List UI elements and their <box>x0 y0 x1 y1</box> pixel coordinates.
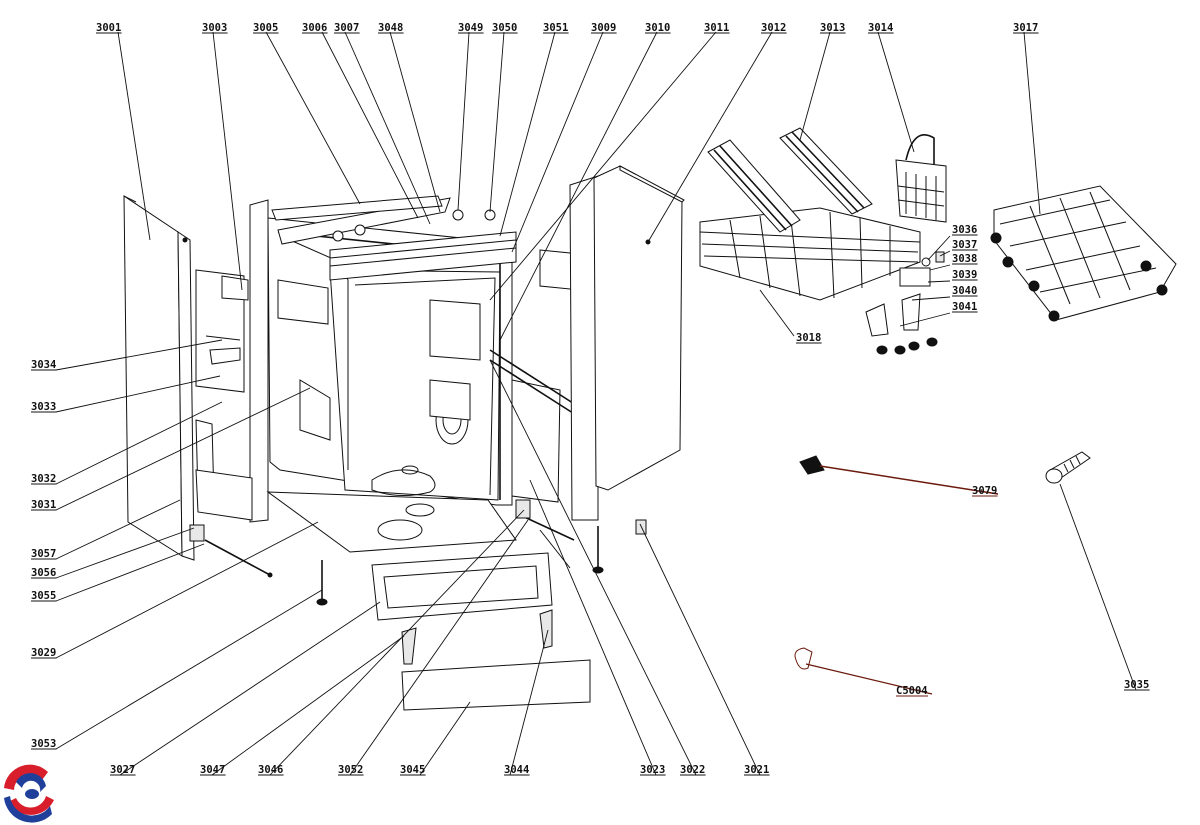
part-label-3001: 3001 <box>96 22 121 34</box>
lower-basket <box>990 185 1177 322</box>
part-label-3036: 3036 <box>952 224 977 236</box>
side-panel-left <box>123 195 195 561</box>
kickplate <box>371 552 591 711</box>
part-label-3005: 3005 <box>253 22 278 34</box>
tub-body <box>267 197 517 506</box>
upper-basket <box>699 207 921 301</box>
basket-hardware <box>865 251 945 355</box>
part-label-3032: 3032 <box>31 473 56 485</box>
part-label-3047: 3047 <box>200 764 225 776</box>
part-label-3014: 3014 <box>868 22 893 34</box>
part-label-3022: 3022 <box>680 764 705 776</box>
part-label-3079: 3079 <box>972 485 997 497</box>
part-label-3040: 3040 <box>952 285 977 297</box>
base-plate <box>266 491 517 553</box>
sensor-with-cable <box>799 455 999 495</box>
cup-shelf-racks <box>707 127 873 233</box>
part-label-3056: 3056 <box>31 567 56 579</box>
part-label-3046: 3046 <box>258 764 283 776</box>
right-side-rail <box>489 175 647 535</box>
part-label-3007: 3007 <box>334 22 359 34</box>
part-label-3055: 3055 <box>31 590 56 602</box>
part-label-3029: 3029 <box>31 647 56 659</box>
part-label-3038: 3038 <box>952 253 977 265</box>
part-label-3050: 3050 <box>492 22 517 34</box>
part-label-c5004: C5004 <box>896 685 928 697</box>
part-label-3023: 3023 <box>640 764 665 776</box>
clip-part <box>794 647 933 695</box>
part-label-3003: 3003 <box>202 22 227 34</box>
part-labels: 3001 3003 3005 3006 3007 3048 3049 3050 3051 3009… <box>31 22 1150 776</box>
part-label-3018: 3018 <box>796 332 821 344</box>
part-label-3010: 3010 <box>645 22 670 34</box>
part-label-3041: 3041 <box>952 301 977 313</box>
part-label-3006: 3006 <box>302 22 327 34</box>
part-label-3051: 3051 <box>543 22 568 34</box>
part-label-3027: 3027 <box>110 764 135 776</box>
part-label-3048: 3048 <box>378 22 403 34</box>
part-label-3052: 3052 <box>338 764 363 776</box>
part-drawings <box>123 127 1177 711</box>
top-plate <box>271 195 443 221</box>
part-label-3034: 3034 <box>31 359 56 371</box>
left-frame-rail <box>195 199 269 523</box>
part-label-3039: 3039 <box>952 269 977 281</box>
part-label-3045: 3045 <box>400 764 425 776</box>
part-label-3044: 3044 <box>504 764 529 776</box>
part-label-3033: 3033 <box>31 401 56 413</box>
part-label-3009: 3009 <box>591 22 616 34</box>
cutlery-basket <box>895 134 947 223</box>
leader-lines <box>55 31 1137 776</box>
part-label-3037: 3037 <box>952 239 977 251</box>
part-label-3031: 3031 <box>31 499 56 511</box>
part-label-3053: 3053 <box>31 738 56 750</box>
screw-part <box>1045 451 1091 484</box>
part-label-3011: 3011 <box>704 22 729 34</box>
part-label-3035: 3035 <box>1124 679 1149 691</box>
part-label-3012: 3012 <box>761 22 786 34</box>
feet-rods <box>189 499 604 606</box>
part-label-3021: 3021 <box>744 764 769 776</box>
part-label-3057: 3057 <box>31 548 56 560</box>
brand-logo <box>2 764 58 823</box>
part-label-3049: 3049 <box>458 22 483 34</box>
part-label-3013: 3013 <box>820 22 845 34</box>
side-panel-right <box>593 165 685 491</box>
part-label-3017: 3017 <box>1013 22 1038 34</box>
